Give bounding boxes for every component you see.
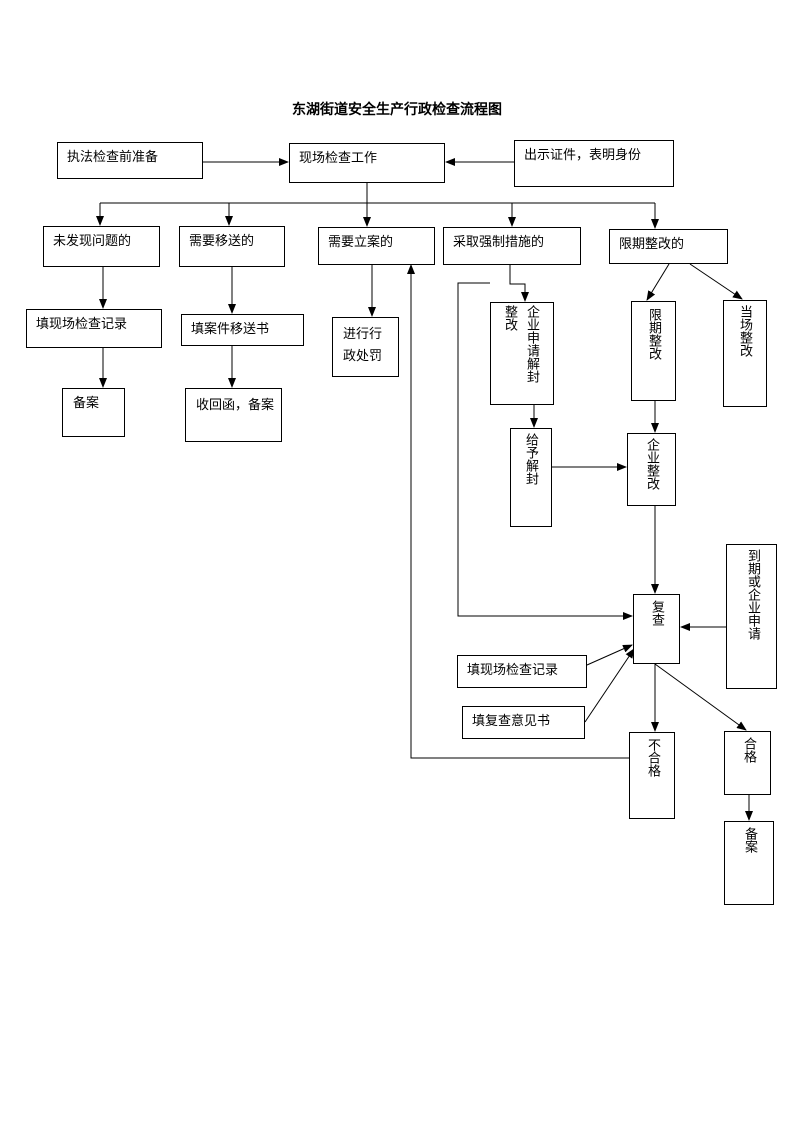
text-grant-unseal: 给予解封 <box>523 433 538 485</box>
node-spot-rectify: 当场整改 <box>723 300 767 407</box>
text-expire: 到期或企业申请 <box>745 549 760 640</box>
text-fail: 不合格 <box>645 738 660 777</box>
node-force-group: 整改 企业申请解封 <box>490 302 554 405</box>
node-onsite: 现场检查工作 <box>289 143 445 183</box>
text-file-2: 备案 <box>742 827 757 853</box>
text-rectify-small: 整改 <box>502 305 517 331</box>
arrow-force-to-apply <box>509 265 529 302</box>
node-fill-transfer: 填案件移送书 <box>181 314 304 346</box>
node-grant-unseal: 给予解封 <box>510 428 552 527</box>
node-admin-penalty: 进行行政处罚 <box>332 317 399 377</box>
page-title: 东湖街道安全生产行政检查流程图 <box>292 102 502 118</box>
node-case: 需要立案的 <box>318 227 435 265</box>
node-transfer: 需要移送的 <box>179 226 285 267</box>
text-spot-rectify: 当场整改 <box>737 305 752 357</box>
text-company-rectify: 企业整改 <box>644 438 659 490</box>
text-pass: 合格 <box>741 737 756 763</box>
node-prep: 执法检查前准备 <box>57 142 203 179</box>
arrow-record2-to-recheck <box>586 644 633 666</box>
node-fail: 不合格 <box>629 732 675 819</box>
arrow-deadline-to-spot <box>689 263 743 300</box>
arrow-opinion-to-recheck <box>584 648 635 723</box>
text-recheck: 复查 <box>649 600 664 626</box>
node-id: 出示证件，表明身份 <box>514 140 674 187</box>
node-file-2: 备案 <box>724 821 774 905</box>
node-receipt: 收回函，备案 <box>185 388 282 442</box>
node-limited-rectify: 限期整改 <box>631 301 676 401</box>
arrow-fail-back-to-case <box>407 264 629 759</box>
node-fill-record-2: 填现场检查记录 <box>457 655 587 688</box>
text-limited-rectify: 限期整改 <box>646 308 661 360</box>
text-apply-unseal: 企业申请解封 <box>524 305 539 383</box>
node-file-1: 备案 <box>62 388 125 437</box>
node-recheck: 复查 <box>633 594 680 664</box>
node-force: 采取强制措施的 <box>443 227 581 265</box>
arrow-deadline-to-limited <box>646 263 670 301</box>
node-fill-record-1: 填现场检查记录 <box>26 309 162 348</box>
node-pass: 合格 <box>724 731 771 795</box>
node-no-issue: 未发现问题的 <box>43 226 160 267</box>
node-fill-opinion: 填复查意见书 <box>462 706 585 739</box>
node-deadline: 限期整改的 <box>609 229 728 264</box>
node-expire: 到期或企业申请 <box>726 544 777 689</box>
arrow-recheck-to-pass <box>654 663 747 731</box>
node-company-rectify: 企业整改 <box>627 433 676 506</box>
line-force-loop-to-recheck <box>457 282 633 620</box>
